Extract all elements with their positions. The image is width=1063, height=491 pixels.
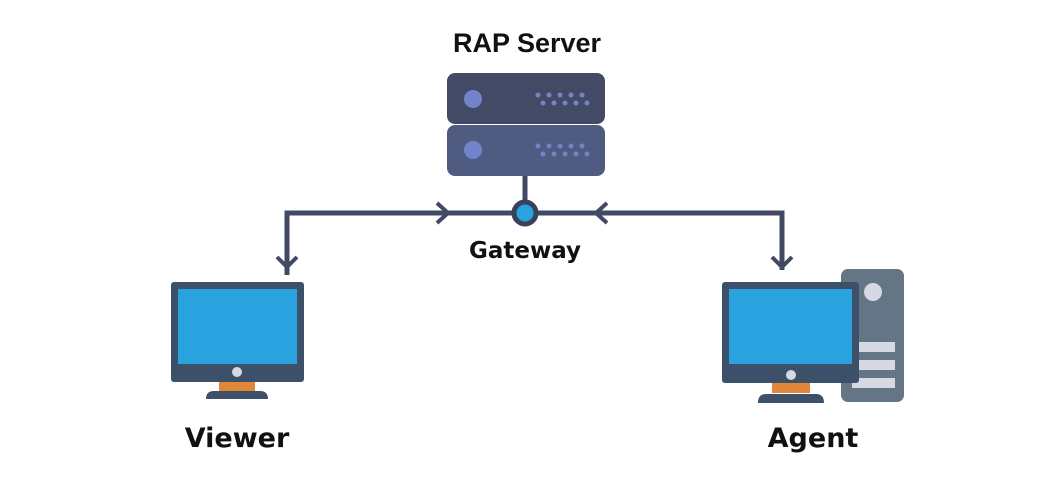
agent-base xyxy=(758,394,824,403)
viewer-monitor-icon xyxy=(171,282,304,399)
agent-screen xyxy=(729,289,852,364)
agent-computer-icon xyxy=(722,269,904,403)
viewer-label: Viewer xyxy=(184,423,290,454)
arrow-down-viewer-icon xyxy=(275,255,299,270)
viewer-screen xyxy=(178,289,297,364)
connectors xyxy=(275,176,794,275)
server-unit-bottom xyxy=(447,125,605,176)
server-label: RAP Server xyxy=(452,28,602,58)
gateway-node-icon xyxy=(511,199,539,227)
agent-stand xyxy=(772,383,810,393)
server-dots-bottom xyxy=(535,143,590,157)
server-power-led-top xyxy=(464,90,482,108)
viewer-stand xyxy=(219,382,255,391)
arrow-down-agent-icon xyxy=(770,255,794,270)
arrow-left-icon xyxy=(593,201,609,225)
server-icon xyxy=(447,73,605,176)
gateway-label: Gateway xyxy=(468,238,582,264)
viewer-base xyxy=(206,391,268,399)
arrow-right-icon xyxy=(435,201,451,225)
gateway-to-agent-line xyxy=(538,210,785,270)
agent-label: Agent xyxy=(767,423,859,454)
server-dots-top xyxy=(535,92,590,106)
server-power-led-bottom xyxy=(464,141,482,159)
server-unit-top xyxy=(447,73,605,124)
gateway-to-viewer-line xyxy=(284,210,513,275)
